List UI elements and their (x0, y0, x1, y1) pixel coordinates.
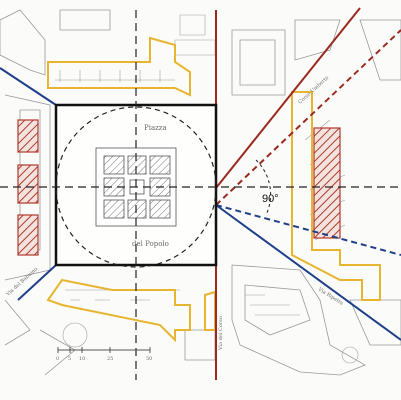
street-label-left: Via del Babuino (5, 266, 39, 298)
center-cross-axes (0, 10, 401, 380)
scale-bar: 0 5 10 25 50 (56, 347, 152, 362)
axis-blue-top-left (0, 67, 57, 106)
scale-tick-2: 10 (79, 356, 85, 362)
street-label-vertical: Via del Corso (218, 316, 224, 351)
scale-tick-1: 5 (68, 356, 71, 362)
scale-tick-4: 50 (146, 356, 152, 362)
scale-tick-0: 0 (56, 356, 59, 362)
highlight-block-right (291, 91, 381, 301)
highlight-block-bottom-center (204, 290, 216, 331)
hatched-building-right (313, 127, 341, 239)
highlight-block-bottom-left (46, 278, 191, 343)
hatched-building-left-1 (17, 119, 39, 153)
square-label-bottom: del Popolo (132, 240, 169, 248)
hatched-buildings (17, 119, 341, 256)
right-angle-arc (255, 159, 272, 216)
angle-label: 90° (262, 193, 279, 205)
axis-red-diagonal (215, 7, 361, 189)
axis-blue-right-dashed (215, 204, 401, 256)
highlight-block-top-left (47, 36, 191, 97)
hatched-building-left-2 (17, 164, 39, 204)
axis-red-diagonal-dashed (215, 29, 401, 206)
axis-blue-bottom-left (17, 264, 57, 301)
square-label-top: Piazza (144, 124, 167, 132)
scale-tick-3: 25 (107, 356, 113, 362)
street-axes (0, 7, 401, 380)
hatched-building-left-3 (17, 214, 39, 256)
axis-blue-right (215, 204, 401, 341)
